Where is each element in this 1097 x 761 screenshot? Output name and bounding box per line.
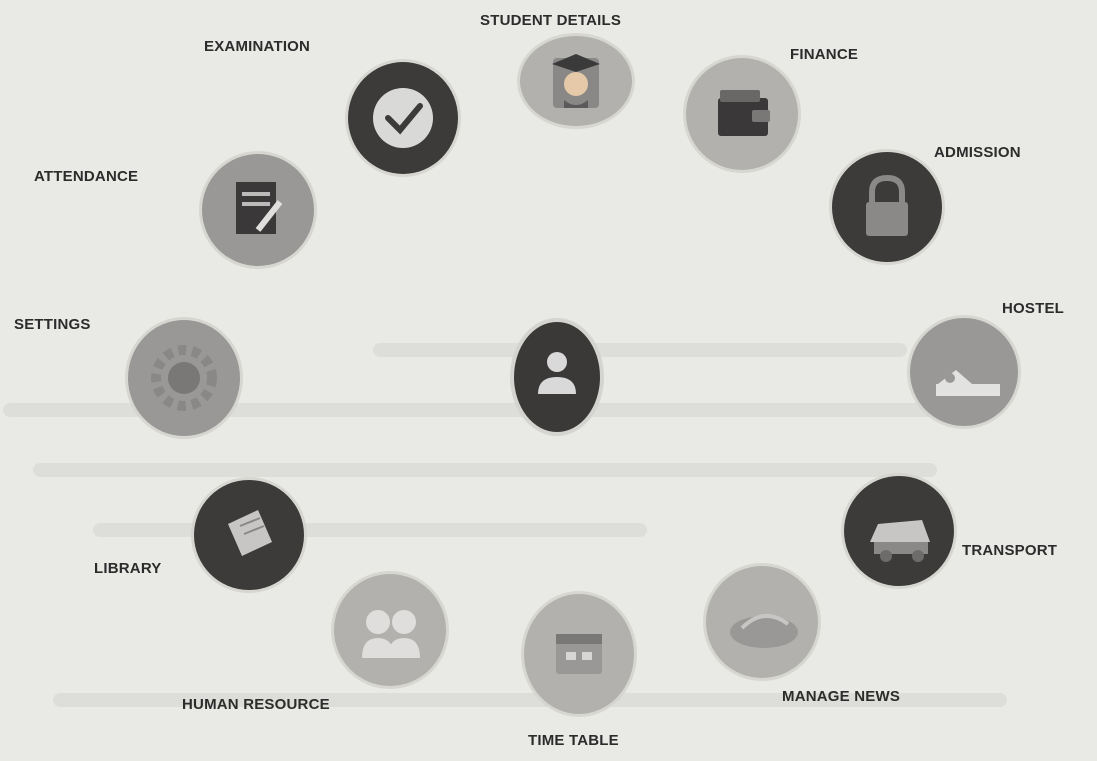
center-profile-button[interactable] — [514, 322, 600, 432]
module-library[interactable]: LIBRARY — [90, 476, 310, 596]
module-hostel[interactable]: HOSTEL — [902, 300, 1097, 440]
module-admission[interactable]: ADMISSION — [828, 138, 1068, 268]
gear-icon — [151, 345, 217, 411]
news-icon — [730, 614, 798, 648]
module-label: HOSTEL — [1002, 300, 1065, 317]
module-label: EXAMINATION — [204, 38, 311, 55]
module-student-details[interactable]: STUDENT DETAILS — [470, 8, 680, 133]
checkmark-icon — [373, 88, 433, 148]
module-examination[interactable]: EXAMINATION — [196, 34, 476, 174]
module-label: LIBRARY — [94, 560, 162, 577]
bus-icon — [870, 520, 930, 562]
user-profile-icon — [538, 352, 576, 394]
module-finance[interactable]: FINANCE — [684, 42, 894, 172]
module-label: ADMISSION — [934, 144, 1021, 161]
module-settings[interactable]: SETTINGS — [14, 312, 244, 442]
module-human-resource[interactable]: HUMAN RESOURCE — [170, 566, 460, 722]
module-label: SETTINGS — [14, 316, 91, 333]
module-label: ATTENDANCE — [34, 168, 139, 185]
module-manage-news[interactable]: MANAGE NEWS — [702, 560, 962, 715]
book-icon — [228, 510, 272, 556]
module-transport[interactable]: TRANSPORT — [838, 470, 1096, 590]
module-label: TRANSPORT — [962, 542, 1058, 559]
module-label: HUMAN RESOURCE — [182, 696, 330, 713]
people-icon — [362, 610, 420, 658]
wallet-icon — [718, 90, 770, 136]
module-label: STUDENT DETAILS — [480, 12, 622, 29]
module-time-table[interactable]: TIME TABLE — [510, 588, 670, 756]
notepad-pencil-icon — [236, 182, 283, 234]
module-attendance[interactable]: ATTENDANCE — [34, 150, 334, 270]
module-label: FINANCE — [790, 46, 859, 63]
module-label: TIME TABLE — [528, 732, 619, 749]
module-label: MANAGE NEWS — [782, 688, 901, 705]
lock-icon — [866, 174, 908, 236]
calendar-icon — [556, 634, 602, 674]
graduate-icon — [552, 54, 600, 108]
bed-icon — [936, 370, 1000, 396]
